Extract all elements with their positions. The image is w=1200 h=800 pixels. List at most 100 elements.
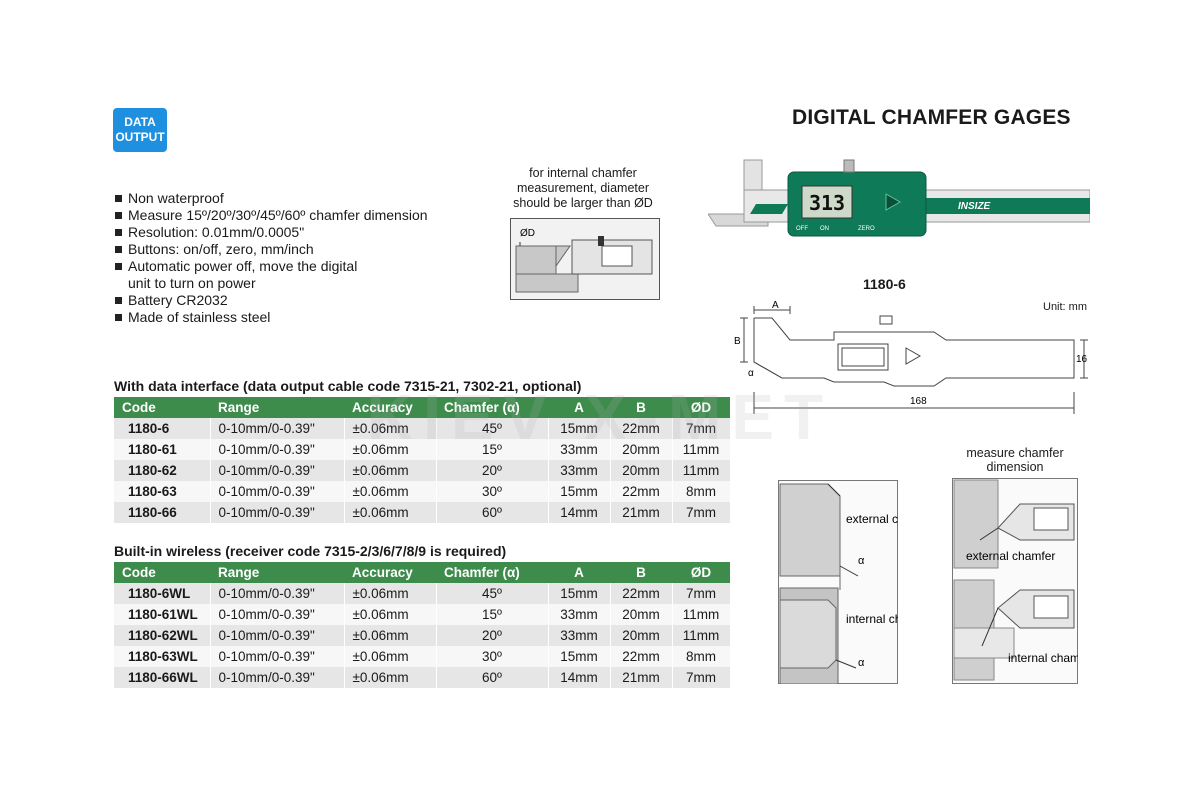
- table-row: 1180-62 0-10mm/0-0.39" ±0.06mm 20º 33mm …: [114, 460, 731, 481]
- gauge-illustration: 313 OFF ON ZERO INSIZE: [708, 159, 1090, 237]
- gauge-off-button: OFF: [796, 226, 808, 232]
- table-header: A: [548, 562, 610, 583]
- table-row: 1180-61WL 0-10mm/0-0.39" ±0.06mm 15º 33m…: [114, 604, 731, 625]
- table-cell: 0-10mm/0-0.39": [210, 667, 345, 688]
- gauge-zero-button: ZERO: [858, 226, 875, 232]
- brand-logo: INSIZE: [958, 201, 991, 212]
- table-cell: 21mm: [610, 502, 673, 523]
- table-row: 1180-66 0-10mm/0-0.39" ±0.06mm 60º 14mm …: [114, 502, 731, 523]
- table-cell: ±0.06mm: [344, 481, 437, 502]
- table-cell: 1180-6: [114, 418, 211, 439]
- internal-chamfer-label: internal chamfer: [846, 612, 898, 626]
- table-cell: ±0.06mm: [344, 418, 437, 439]
- chamfer-types-diagram: external chamfer α internal chamfer α: [778, 480, 898, 684]
- gauge-display-value: 313: [809, 191, 845, 215]
- table-cell: ±0.06mm: [344, 646, 437, 667]
- dim-alpha-label: α: [748, 368, 754, 379]
- table-cell: 8mm: [672, 481, 731, 502]
- table-cell: 1180-66WL: [114, 667, 211, 688]
- table-cell: 20mm: [610, 604, 673, 625]
- table-cell: 15º: [436, 604, 549, 625]
- table-cell: 0-10mm/0-0.39": [210, 625, 345, 646]
- table-cell: 1180-61WL: [114, 604, 211, 625]
- table-cell: ±0.06mm: [344, 439, 437, 460]
- alpha-label-top: α: [858, 555, 865, 567]
- table-cell: 1180-63WL: [114, 646, 211, 667]
- table-cell: 20º: [436, 460, 549, 481]
- table-cell: 15mm: [548, 583, 611, 604]
- table-cell: 7mm: [672, 667, 731, 688]
- internal-chamfer-note: for internal chamfer measurement, diamet…: [513, 166, 653, 210]
- table-cell: 20mm: [610, 460, 673, 481]
- dim-length-label: 168: [910, 396, 927, 407]
- table-cell: 0-10mm/0-0.39": [210, 418, 345, 439]
- table-cell: 33mm: [548, 604, 611, 625]
- page-title: DIGITAL CHAMFER GAGES: [792, 106, 1071, 129]
- table-cell: 0-10mm/0-0.39": [210, 646, 345, 667]
- table-cell: 45º: [436, 418, 549, 439]
- table-cell: 22mm: [610, 481, 673, 502]
- table2-title: Built-in wireless (receiver code 7315-2/…: [114, 543, 507, 559]
- table-header: Code: [114, 397, 210, 418]
- table-cell: 11mm: [672, 604, 731, 625]
- table-cell: 0-10mm/0-0.39": [210, 502, 345, 523]
- unit-label: Unit: mm: [1043, 301, 1087, 313]
- table-cell: ±0.06mm: [344, 625, 437, 646]
- table-header: A: [548, 397, 610, 418]
- table-cell: 15º: [436, 439, 549, 460]
- table-row: 1180-62WL 0-10mm/0-0.39" ±0.06mm 20º 33m…: [114, 625, 731, 646]
- inset-diameter-diagram: ØD: [510, 218, 660, 300]
- table-cell: 45º: [436, 583, 549, 604]
- table-cell: 60º: [436, 667, 549, 688]
- table-cell: ±0.06mm: [344, 667, 437, 688]
- table-cell: 11mm: [672, 460, 731, 481]
- dim-height-label: 16: [1076, 354, 1088, 365]
- table-cell: 22mm: [610, 418, 673, 439]
- measure-chamfer-label: measure chamfer dimension: [966, 446, 1064, 474]
- table-cell: 7mm: [672, 502, 731, 523]
- table-row: 1180-63WL 0-10mm/0-0.39" ±0.06mm 30º 15m…: [114, 646, 731, 667]
- table-header: Code: [114, 562, 210, 583]
- table-header: Chamfer (α): [436, 397, 548, 418]
- table-cell: 33mm: [548, 439, 611, 460]
- table-cell: 7mm: [672, 418, 731, 439]
- table-cell: 1180-62WL: [114, 625, 211, 646]
- table-cell: 20º: [436, 625, 549, 646]
- table-cell: 0-10mm/0-0.39": [210, 481, 345, 502]
- table-cell: 14mm: [548, 667, 611, 688]
- table-row: 1180-63 0-10mm/0-0.39" ±0.06mm 30º 15mm …: [114, 481, 731, 502]
- table-cell: 1180-66: [114, 502, 211, 523]
- table-header: ØD: [672, 397, 730, 418]
- dim-a-label: A: [772, 300, 779, 311]
- feature-item: Resolution: 0.01mm/0.0005": [114, 224, 428, 241]
- table-cell: 14mm: [548, 502, 611, 523]
- table-cell: 20mm: [610, 625, 673, 646]
- table-cell: ±0.06mm: [344, 460, 437, 481]
- table-cell: 1180-62: [114, 460, 211, 481]
- table-cell: 33mm: [548, 460, 611, 481]
- table1-title: With data interface (data output cable c…: [114, 378, 582, 394]
- measure-diagram: external chamfer internal chamfer: [952, 478, 1078, 684]
- table-row: 1180-66WL 0-10mm/0-0.39" ±0.06mm 60º 14m…: [114, 667, 731, 688]
- ext-chamfer-bottom-label: external chamfer: [966, 549, 1055, 563]
- table-cell: 15mm: [548, 481, 611, 502]
- table-cell: 22mm: [610, 646, 673, 667]
- table-cell: 33mm: [548, 625, 611, 646]
- data-output-badge: DATA OUTPUT: [113, 108, 167, 152]
- table-cell: 0-10mm/0-0.39": [210, 439, 345, 460]
- model-label: 1180-6: [863, 276, 906, 292]
- table-cell: 21mm: [610, 667, 673, 688]
- table-cell: 11mm: [672, 625, 731, 646]
- int-chamfer-bottom-label: internal chamfer: [1008, 651, 1078, 665]
- dimension-drawing: A B α 16 168: [734, 300, 1088, 414]
- table-cell: 30º: [436, 646, 549, 667]
- table-cell: 1180-61: [114, 439, 211, 460]
- feature-item: Non waterproof: [114, 190, 428, 207]
- table-header: Accuracy: [344, 562, 436, 583]
- table-header: Chamfer (α): [436, 562, 548, 583]
- badge-line-2: OUTPUT: [115, 130, 165, 144]
- table-cell: 1180-6WL: [114, 583, 211, 604]
- table-cell: 0-10mm/0-0.39": [210, 583, 345, 604]
- table-cell: 30º: [436, 481, 549, 502]
